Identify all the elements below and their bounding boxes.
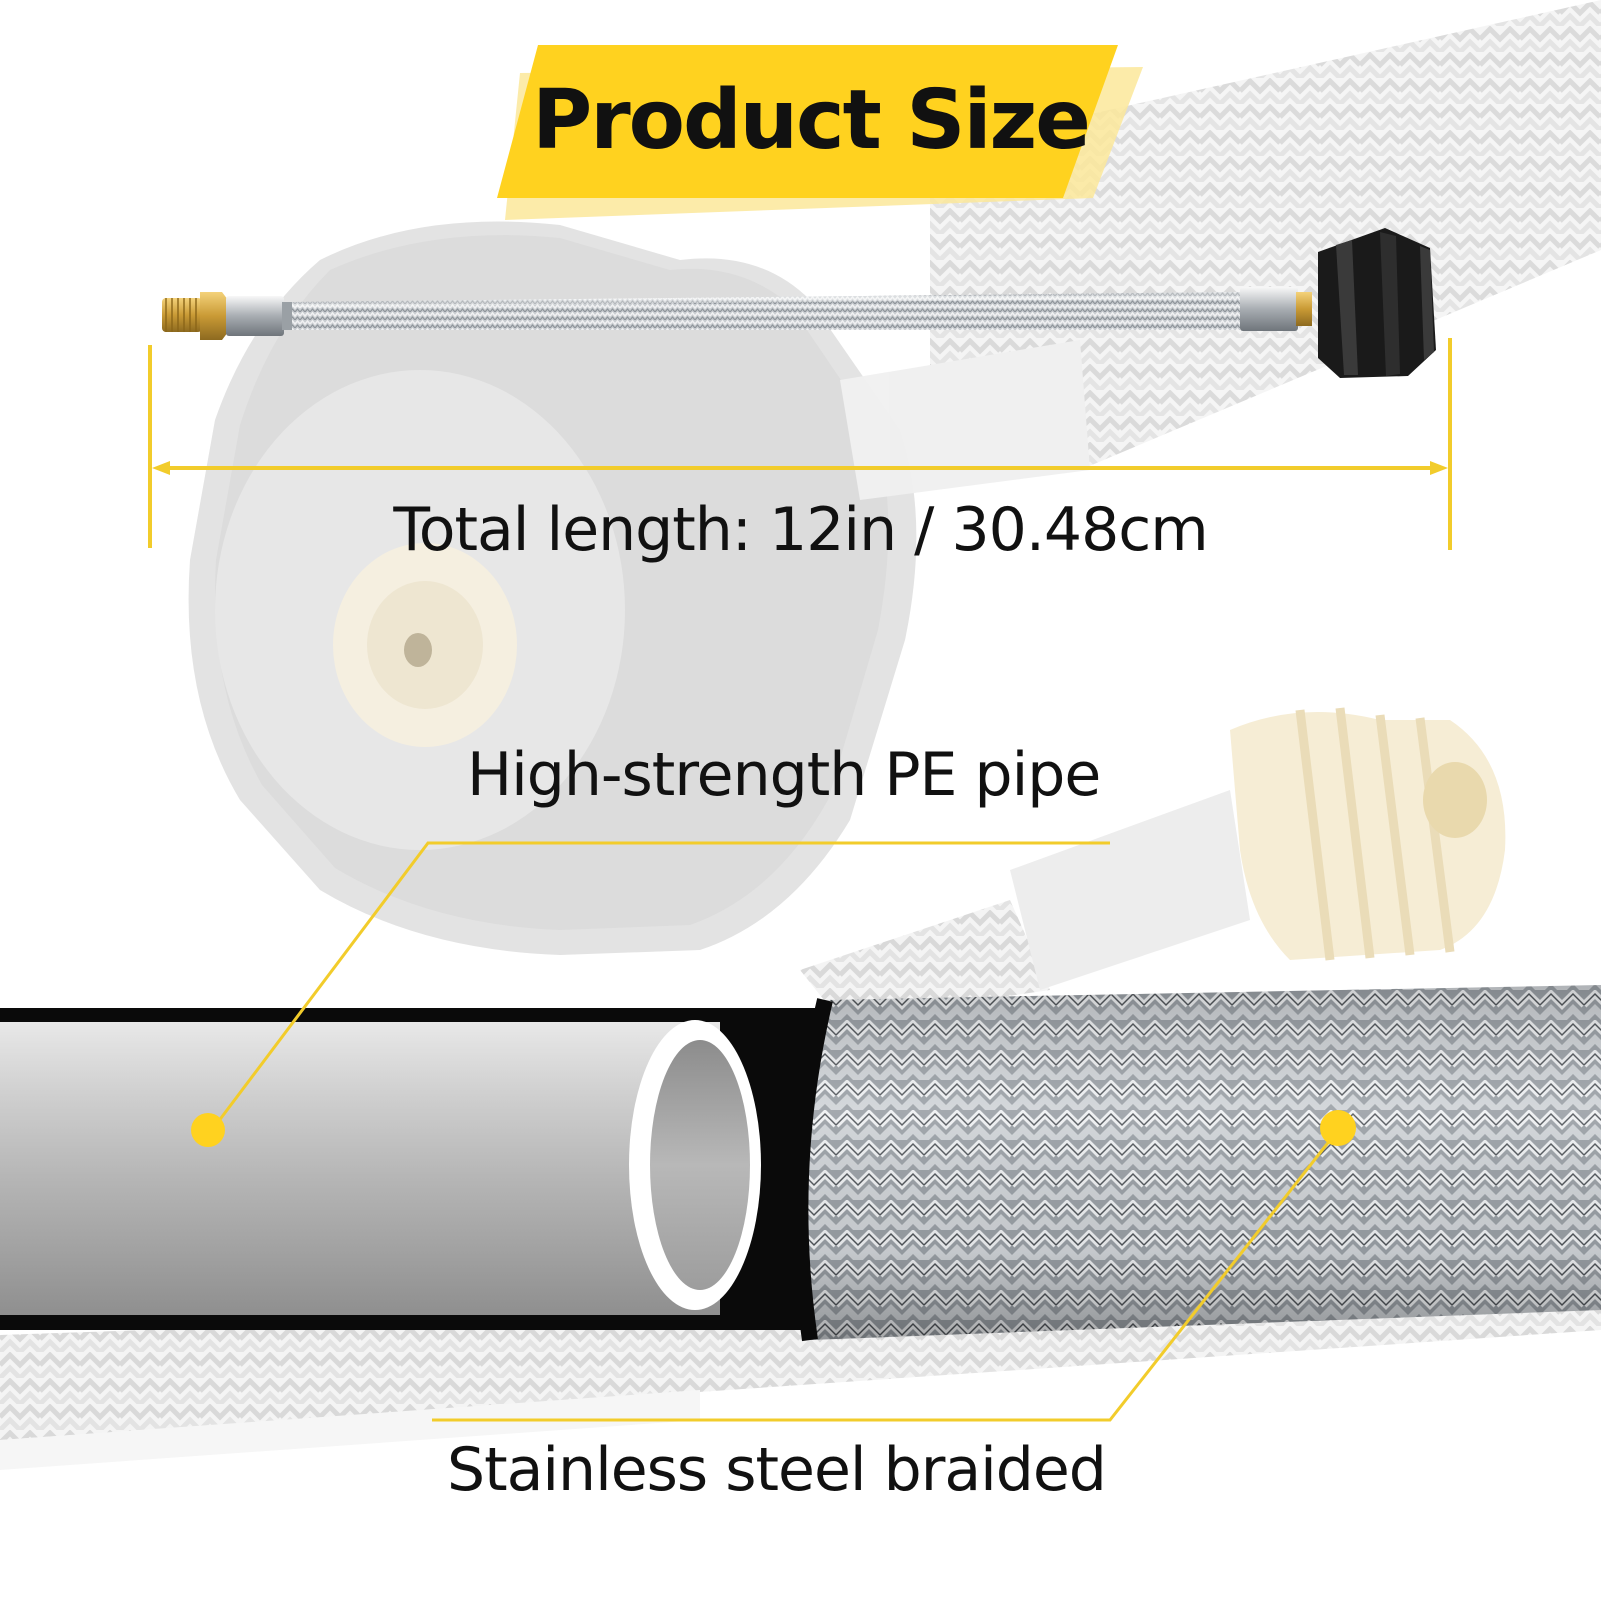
- pe-pipe-callout: [191, 841, 1110, 1147]
- pe-pipe-label: High-strength PE pipe: [467, 740, 1101, 810]
- steel-braid-label: Stainless steel braided: [447, 1435, 1107, 1505]
- faded-brass-fitting-icon: [800, 707, 1506, 1020]
- title-banner: [497, 45, 1143, 220]
- hose-cross-section: [0, 985, 1601, 1342]
- page-title: Product Size: [532, 73, 1091, 168]
- dimension-indicator: [148, 338, 1452, 550]
- faded-coupling-nut-icon: [188, 221, 917, 955]
- black-coupling-nut-icon: [1318, 228, 1436, 378]
- braid-callout: [432, 1110, 1356, 1422]
- total-length-label: Total length: 12in / 30.48cm: [393, 495, 1208, 565]
- pe-pipe-layer: [0, 1022, 720, 1315]
- hose-assembly-icon: [162, 228, 1436, 378]
